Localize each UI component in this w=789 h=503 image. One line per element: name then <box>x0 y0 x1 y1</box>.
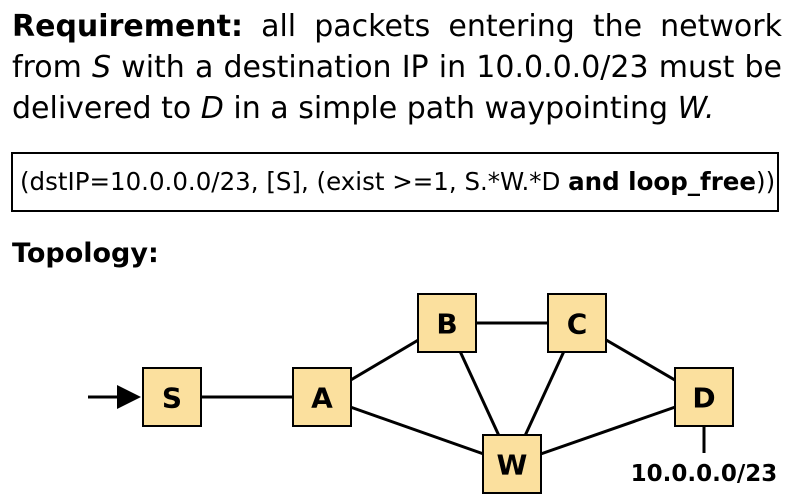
requirement-text-part-3: in a simple path waypointing <box>223 91 678 126</box>
prefix-label: 10.0.0.0/23 <box>631 461 778 487</box>
node-c-label: C <box>567 308 588 341</box>
policy-spec-suffix: )) <box>756 167 776 196</box>
node-c-box <box>547 293 607 353</box>
topology-label: Topology: <box>12 238 159 269</box>
requirement-label: Requirement: <box>12 9 244 44</box>
policy-spec-bold: and loop_free <box>568 167 757 196</box>
link-a-w <box>321 395 513 466</box>
node-s: S <box>142 367 202 427</box>
policy-spec-prefix: (dstIP=10.0.0.0/23, [S], (exist >=1, S.*… <box>20 167 569 196</box>
node-b-label: B <box>436 308 457 341</box>
node-c: C <box>547 293 607 353</box>
requirement-text: Requirement: all packets entering the ne… <box>12 6 782 129</box>
node-a-box <box>292 367 352 427</box>
node-w-label: W <box>497 449 528 482</box>
node-d-box <box>674 367 734 427</box>
node-s-label: S <box>162 382 182 415</box>
node-a: A <box>292 367 352 427</box>
node-b-box <box>417 293 477 353</box>
nodes-layer: S A B C W D <box>142 293 734 494</box>
node-s-box <box>142 367 202 427</box>
node-d-label: D <box>692 382 715 415</box>
policy-spec-box: (dstIP=10.0.0.0/23, [S], (exist >=1, S.*… <box>11 152 779 212</box>
node-w: W <box>482 434 542 494</box>
node-d: D <box>674 367 734 427</box>
requirement-node-w: W. <box>677 91 715 126</box>
node-b: B <box>417 293 477 353</box>
requirement-node-d: D <box>200 91 224 126</box>
requirement-node-s: S <box>91 50 112 85</box>
node-a-label: A <box>311 382 333 415</box>
link-w-d <box>511 395 705 466</box>
node-w-box <box>482 434 542 494</box>
requirement-text-part-2: with a destination IP in 10.0.0.0/23 mus… <box>12 50 783 126</box>
requirement-text-part-1: all packets entering the network from <box>12 9 782 85</box>
